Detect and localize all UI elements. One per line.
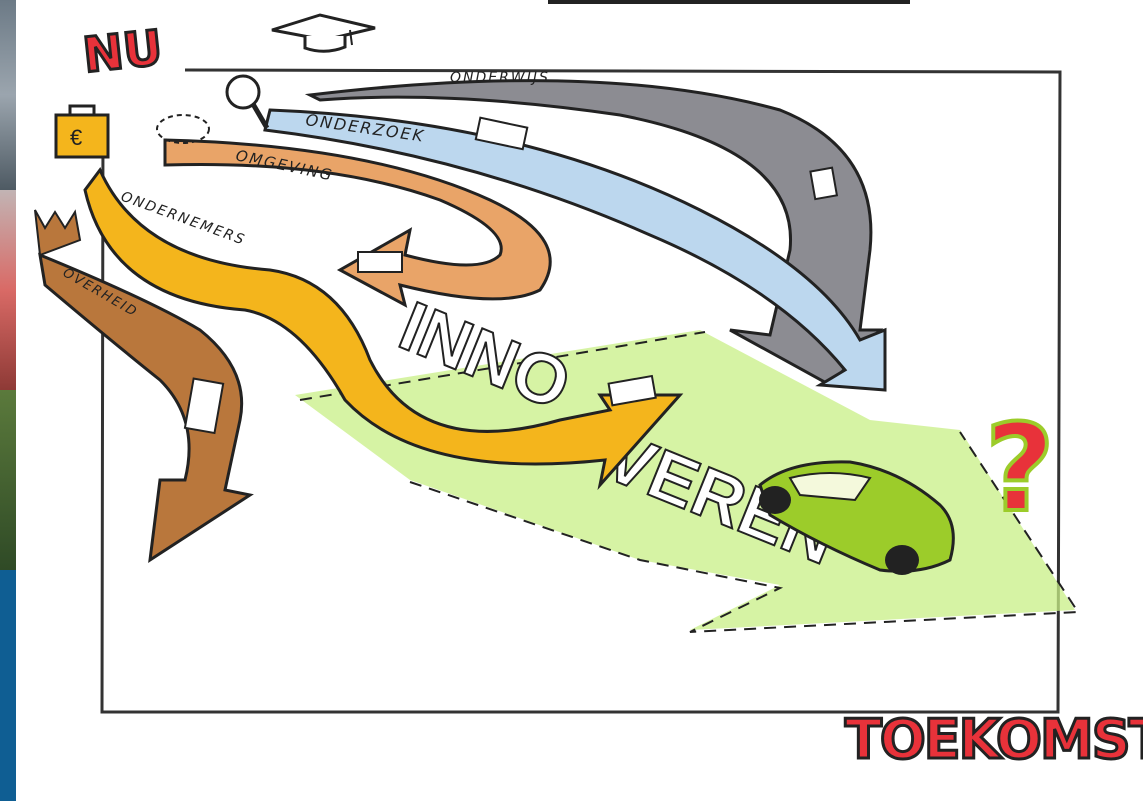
magnifier-icon [227, 76, 267, 128]
education-label: ONDERWIJS [450, 70, 550, 86]
now-title: NU [80, 20, 165, 84]
future-title: TOEKOMST [845, 708, 1143, 771]
graduation-cap-icon [272, 15, 375, 51]
government-building-icon [35, 210, 80, 255]
top-bar [548, 0, 910, 4]
innovation-arrow: INNO VEREN [295, 287, 1078, 632]
euro-symbol: € [70, 125, 82, 150]
environment-vehicle-icon [358, 252, 402, 272]
education-arrow: ONDERWIJS [310, 70, 880, 385]
education-vehicle-icon [810, 168, 837, 199]
question-mark-icon: ? [985, 400, 1055, 539]
euro-suitcase-icon: € [56, 106, 108, 157]
